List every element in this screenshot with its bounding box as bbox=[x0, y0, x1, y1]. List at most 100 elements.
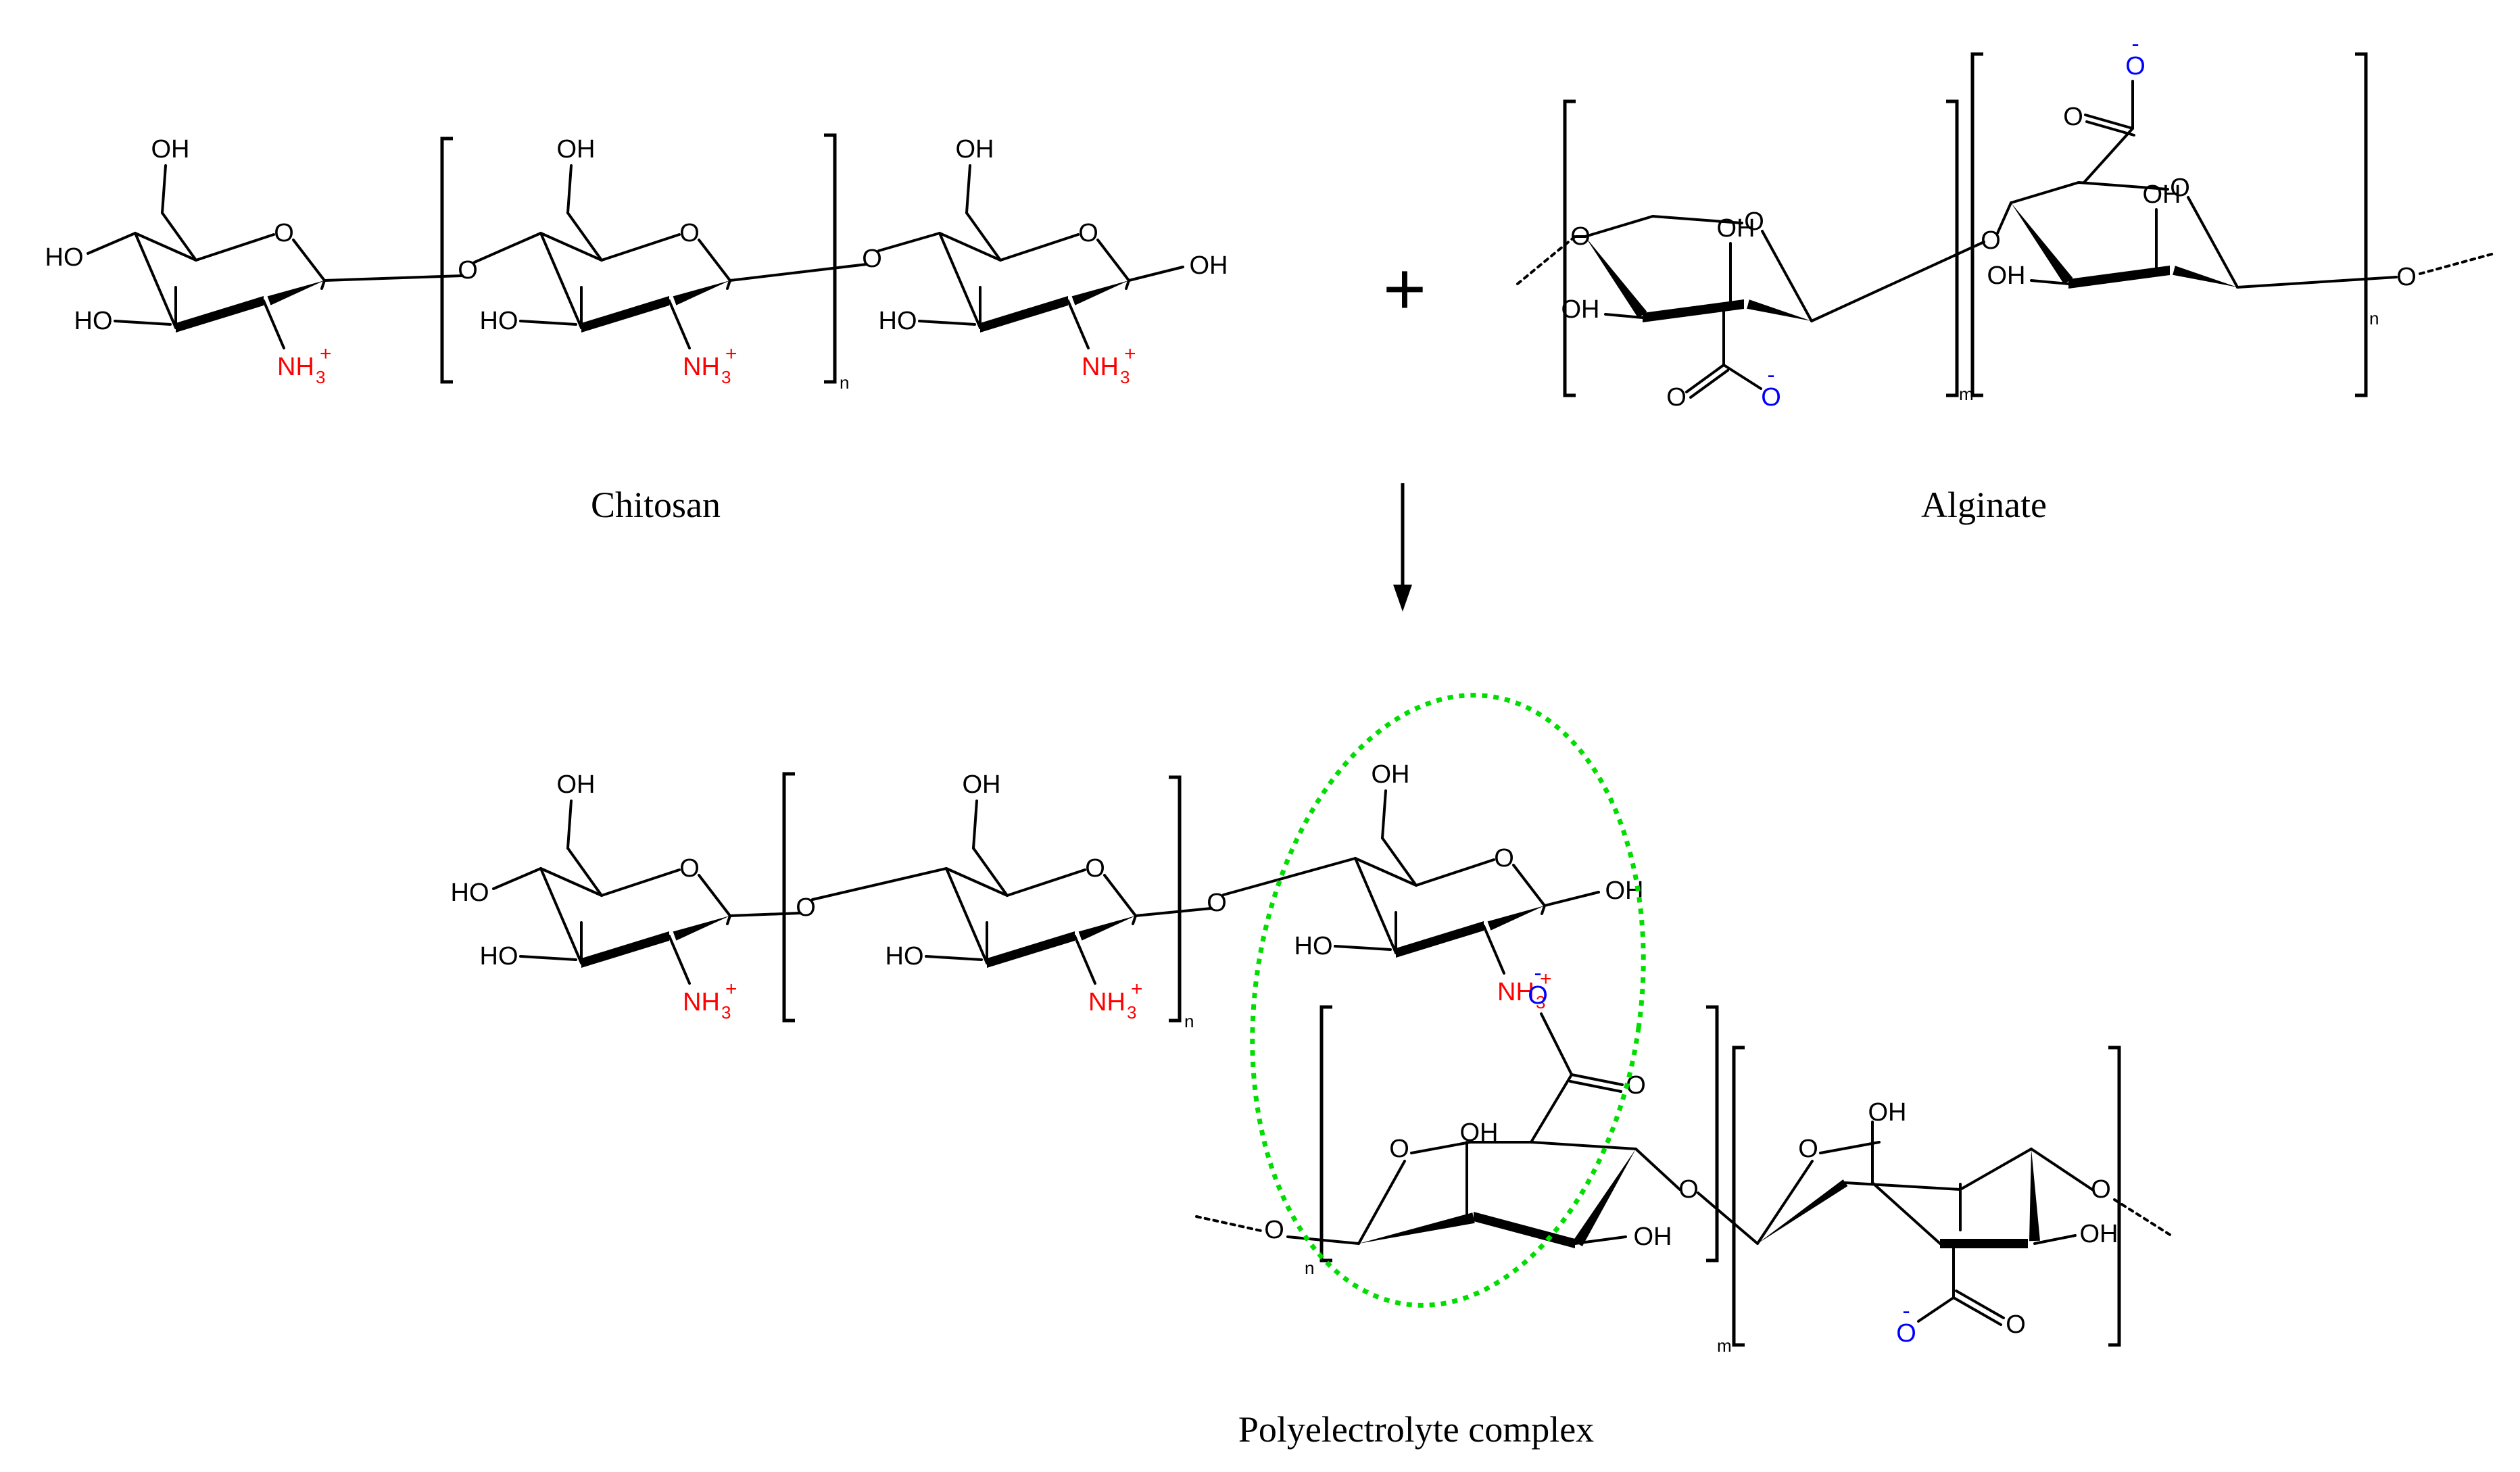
bond-line bbox=[1073, 935, 1096, 985]
positive-charge: + bbox=[1131, 978, 1143, 1000]
ammonium-subscript: 3 bbox=[721, 1002, 731, 1023]
bond-line bbox=[566, 212, 603, 262]
wedge-bond bbox=[1359, 1212, 1475, 1244]
repeat-index: m bbox=[1959, 384, 1974, 404]
bond-line bbox=[292, 239, 326, 282]
bond-line bbox=[668, 935, 691, 985]
bond-line bbox=[2085, 120, 2135, 137]
bond-line bbox=[1819, 1141, 1881, 1154]
bond-line bbox=[1354, 857, 1418, 887]
hydroxyl-label: OH bbox=[1372, 760, 1410, 789]
bond-line bbox=[323, 274, 464, 282]
bond-line bbox=[1996, 201, 2012, 235]
bond-line bbox=[539, 867, 603, 897]
ammonium-label: NH bbox=[1497, 978, 1534, 1006]
ammonium-subscript: 3 bbox=[721, 367, 731, 387]
bond-line bbox=[262, 299, 285, 349]
wedge-bond bbox=[1078, 916, 1136, 941]
bond-line bbox=[1482, 925, 1505, 975]
carboxylate-oxygen: O bbox=[1896, 1319, 1916, 1348]
negative-charge: - bbox=[1767, 362, 1774, 388]
wedge-bond bbox=[2068, 266, 2170, 289]
glycosidic-oxygen: O bbox=[796, 893, 816, 922]
bond-line bbox=[1844, 1181, 1962, 1191]
repeat-index: n bbox=[2369, 308, 2379, 328]
negative-charge: - bbox=[1902, 1298, 1910, 1324]
bond-line bbox=[938, 232, 982, 329]
hydroxyl-label: HO bbox=[879, 307, 917, 335]
repeat-index: n bbox=[1184, 1011, 1194, 1031]
bond-line bbox=[965, 212, 1002, 262]
hydroxyl-label: OH bbox=[557, 135, 596, 164]
repeat-bracket bbox=[1970, 52, 1983, 397]
bond-line bbox=[965, 164, 971, 214]
bond-line bbox=[2030, 279, 2070, 285]
bond-line bbox=[1651, 215, 1743, 224]
wedge-bond bbox=[1487, 906, 1545, 931]
hydroxyl-label: OH bbox=[1460, 1119, 1499, 1147]
repeat-bracket bbox=[1169, 775, 1182, 1023]
hydroxyl-label: HO bbox=[480, 307, 518, 335]
wedge-bond bbox=[2011, 203, 2073, 285]
bond-line bbox=[2033, 1234, 2077, 1245]
repeat-index: n bbox=[840, 372, 849, 393]
bond-line bbox=[1569, 1080, 1622, 1093]
ring-oxygen: O bbox=[679, 219, 700, 247]
bond-line bbox=[566, 847, 603, 897]
wedge-bond bbox=[1585, 237, 1647, 318]
bond-line bbox=[87, 232, 137, 255]
wedge-bond bbox=[987, 931, 1075, 968]
plus-sign: + bbox=[1383, 247, 1426, 330]
carbonyl-oxygen: O bbox=[1666, 383, 1687, 412]
positive-charge: + bbox=[725, 343, 737, 365]
bond-line bbox=[2077, 181, 2169, 191]
bond-line bbox=[1410, 1141, 1472, 1154]
hydroxyl-label: OH bbox=[1190, 251, 1228, 280]
bond-line bbox=[999, 233, 1080, 262]
hydroxyl-label: OH bbox=[956, 135, 994, 164]
chain-continuation-bond bbox=[2113, 1198, 2175, 1238]
bond-line bbox=[1570, 1073, 1624, 1086]
bond-line bbox=[668, 299, 691, 349]
bond-line bbox=[134, 232, 177, 329]
ring-oxygen: O bbox=[1085, 854, 1105, 883]
bond-line bbox=[1689, 369, 1729, 399]
bond-line bbox=[1543, 891, 1600, 907]
carbonyl-oxygen: O bbox=[2063, 103, 2083, 131]
bond-line bbox=[1512, 864, 1546, 907]
wedge-bond bbox=[1747, 299, 1812, 321]
bond-line bbox=[1381, 837, 1418, 887]
bond-line bbox=[1540, 1012, 1573, 1076]
positive-charge: + bbox=[725, 978, 737, 1000]
bond-line bbox=[1685, 364, 1725, 393]
bond-line bbox=[945, 867, 1009, 897]
bond-line bbox=[195, 233, 275, 262]
hydroxyl-label: OH bbox=[2080, 1220, 2118, 1248]
bond-line bbox=[2083, 127, 2134, 184]
ring-oxygen: O bbox=[1798, 1135, 1818, 1163]
bond-line bbox=[1067, 299, 1090, 349]
hydroxyl-label: HO bbox=[451, 879, 489, 907]
repeat-index: n bbox=[1305, 1258, 1314, 1278]
ring-oxygen: O bbox=[2170, 174, 2190, 202]
glycosidic-oxygen: O bbox=[458, 256, 478, 285]
bond-line bbox=[519, 955, 577, 961]
bond-line bbox=[1006, 868, 1086, 897]
wedge-bond bbox=[980, 296, 1068, 333]
hydroxyl-label: OH bbox=[1987, 262, 2026, 290]
bond-line bbox=[1756, 1160, 1814, 1245]
repeat-bracket bbox=[440, 137, 453, 384]
glycosidic-oxygen: O bbox=[1678, 1175, 1699, 1204]
hydroxyl-label: HO bbox=[74, 307, 113, 335]
wedge-bond bbox=[1573, 1149, 1636, 1247]
wedge-bond bbox=[1396, 921, 1484, 958]
hydroxyl-label: OH bbox=[151, 135, 190, 164]
bond-line bbox=[925, 955, 983, 961]
glycosidic-oxygen: O bbox=[1570, 222, 1591, 251]
bond-line bbox=[1697, 1192, 1759, 1245]
bond-line bbox=[729, 263, 868, 282]
bond-line bbox=[1096, 239, 1130, 282]
bond-line bbox=[1761, 230, 1813, 322]
glycosidic-oxygen: O bbox=[1981, 226, 2001, 255]
